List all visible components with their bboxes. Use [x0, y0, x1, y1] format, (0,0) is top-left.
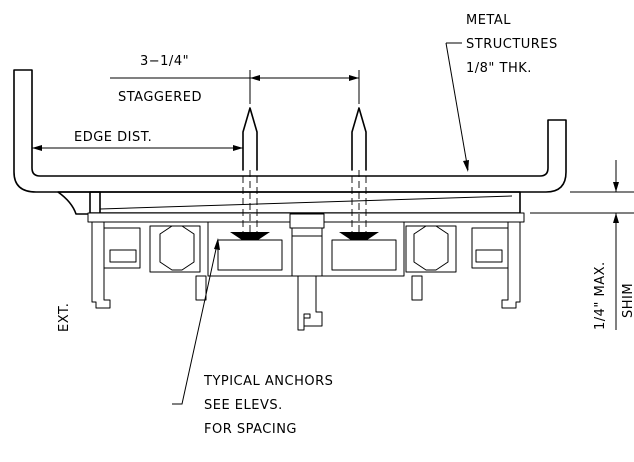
gap-max-label: 1/4" MAX.	[593, 261, 608, 330]
stagger-dimension-label: 3−1/4"	[140, 54, 189, 69]
anchor-left	[230, 107, 270, 240]
stagger-dimension	[110, 70, 360, 104]
edge-distance-label: EDGE DIST.	[74, 130, 152, 145]
sealant-fillet	[57, 191, 101, 215]
metal-label-line2: STRUCTURES	[466, 37, 558, 52]
metal-label-line1: METAL	[466, 13, 511, 28]
window-frame-extrusion	[87, 212, 525, 331]
anchors-label-line3: FOR SPACING	[204, 422, 297, 437]
shim-label: SHIM	[621, 283, 634, 318]
metal-label-line3: 1/8" THK.	[466, 61, 532, 76]
staggered-label: STAGGERED	[118, 90, 202, 105]
metal-structure	[13, 69, 567, 193]
metal-structure-leader	[445, 42, 469, 172]
anchor-right	[339, 107, 379, 240]
edge-distance-dimension	[32, 145, 243, 151]
anchors-leader	[172, 238, 220, 405]
anchors-label-line2: SEE ELEVS.	[204, 398, 283, 413]
gap-dimension	[530, 160, 634, 330]
exterior-label: EXT.	[57, 303, 72, 332]
anchors-label-line1: TYPICAL ANCHORS	[203, 374, 333, 389]
